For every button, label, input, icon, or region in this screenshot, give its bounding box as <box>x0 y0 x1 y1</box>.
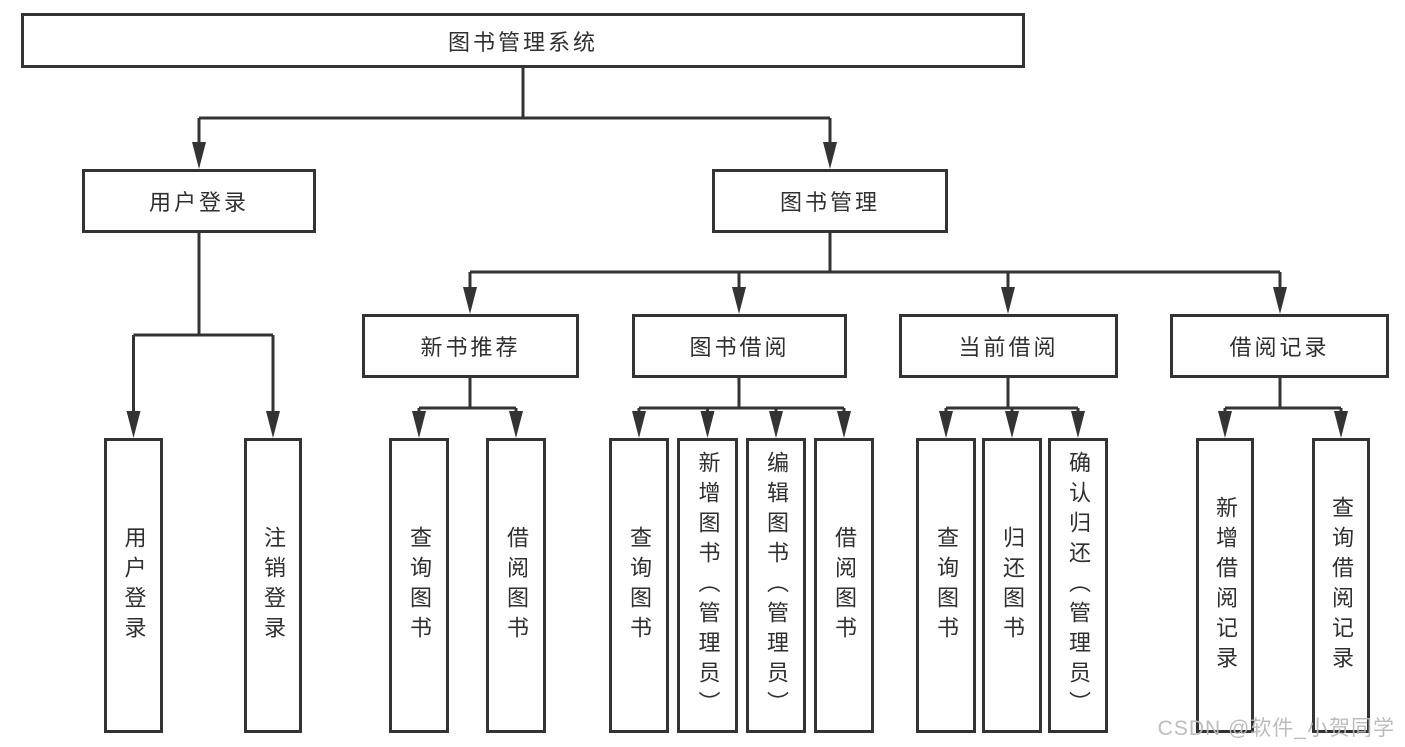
arrowhead <box>463 287 477 314</box>
connector-userlogin-to-leaves <box>132 233 275 415</box>
node-new-book-recommend: 新书推荐 <box>362 314 579 378</box>
leaf-query-borrow-record: 查询借阅记录 <box>1312 438 1370 733</box>
arrowhead <box>1273 287 1287 314</box>
leaf-add-borrow-record: 新增借阅记录 <box>1196 438 1254 733</box>
arrowhead <box>1218 411 1232 438</box>
leaf-add-books-admin: 新增图书（管理员） <box>677 438 738 733</box>
arrowhead <box>769 411 783 438</box>
arrowhead <box>1005 411 1019 438</box>
watermark: CSDN @软件_小贺同学 <box>1157 717 1395 740</box>
arrowhead <box>700 411 715 438</box>
leaf-query-books-borrow: 查询图书 <box>609 438 669 733</box>
node-current-borrowing: 当前借阅 <box>899 314 1118 378</box>
arrowhead <box>1001 287 1015 314</box>
leaf-borrow-books-recommend: 借阅图书 <box>486 438 546 733</box>
arrowhead <box>1334 411 1348 438</box>
arrowheads <box>126 142 1348 438</box>
leaf-user-login: 用户登录 <box>104 438 163 733</box>
node-user-login: 用户登录 <box>82 169 316 233</box>
connector-bookmgmt-to-level3 <box>468 233 1282 291</box>
arrowhead <box>732 287 746 314</box>
leaf-borrow-books: 借阅图书 <box>814 438 874 733</box>
leaf-edit-books-admin: 编辑图书（管理员） <box>746 438 806 733</box>
arrowhead <box>126 411 141 438</box>
arrowhead <box>412 411 426 438</box>
node-book-borrowing: 图书借阅 <box>632 314 847 378</box>
arrowhead <box>1071 411 1085 438</box>
leaf-confirm-return-admin: 确认归还（管理员） <box>1048 438 1108 733</box>
node-system: 图书管理系统 <box>21 13 1025 68</box>
arrowhead <box>939 411 953 438</box>
arrowhead <box>837 411 851 438</box>
arrowhead <box>509 411 523 438</box>
arrowhead <box>192 142 206 169</box>
arrowhead <box>823 142 837 169</box>
connector-root-to-level2 <box>197 68 832 146</box>
leaf-query-books-recommend: 查询图书 <box>389 438 449 733</box>
arrowhead <box>632 411 646 438</box>
leaf-logout: 注销登录 <box>244 438 302 733</box>
leaf-return-books: 归还图书 <box>982 438 1042 733</box>
connector-level3-to-leaves <box>417 378 1343 415</box>
leaf-query-books-current: 查询图书 <box>916 438 976 733</box>
arrowhead <box>266 411 280 438</box>
node-book-management: 图书管理 <box>712 169 948 233</box>
node-borrowing-records: 借阅记录 <box>1170 314 1389 378</box>
